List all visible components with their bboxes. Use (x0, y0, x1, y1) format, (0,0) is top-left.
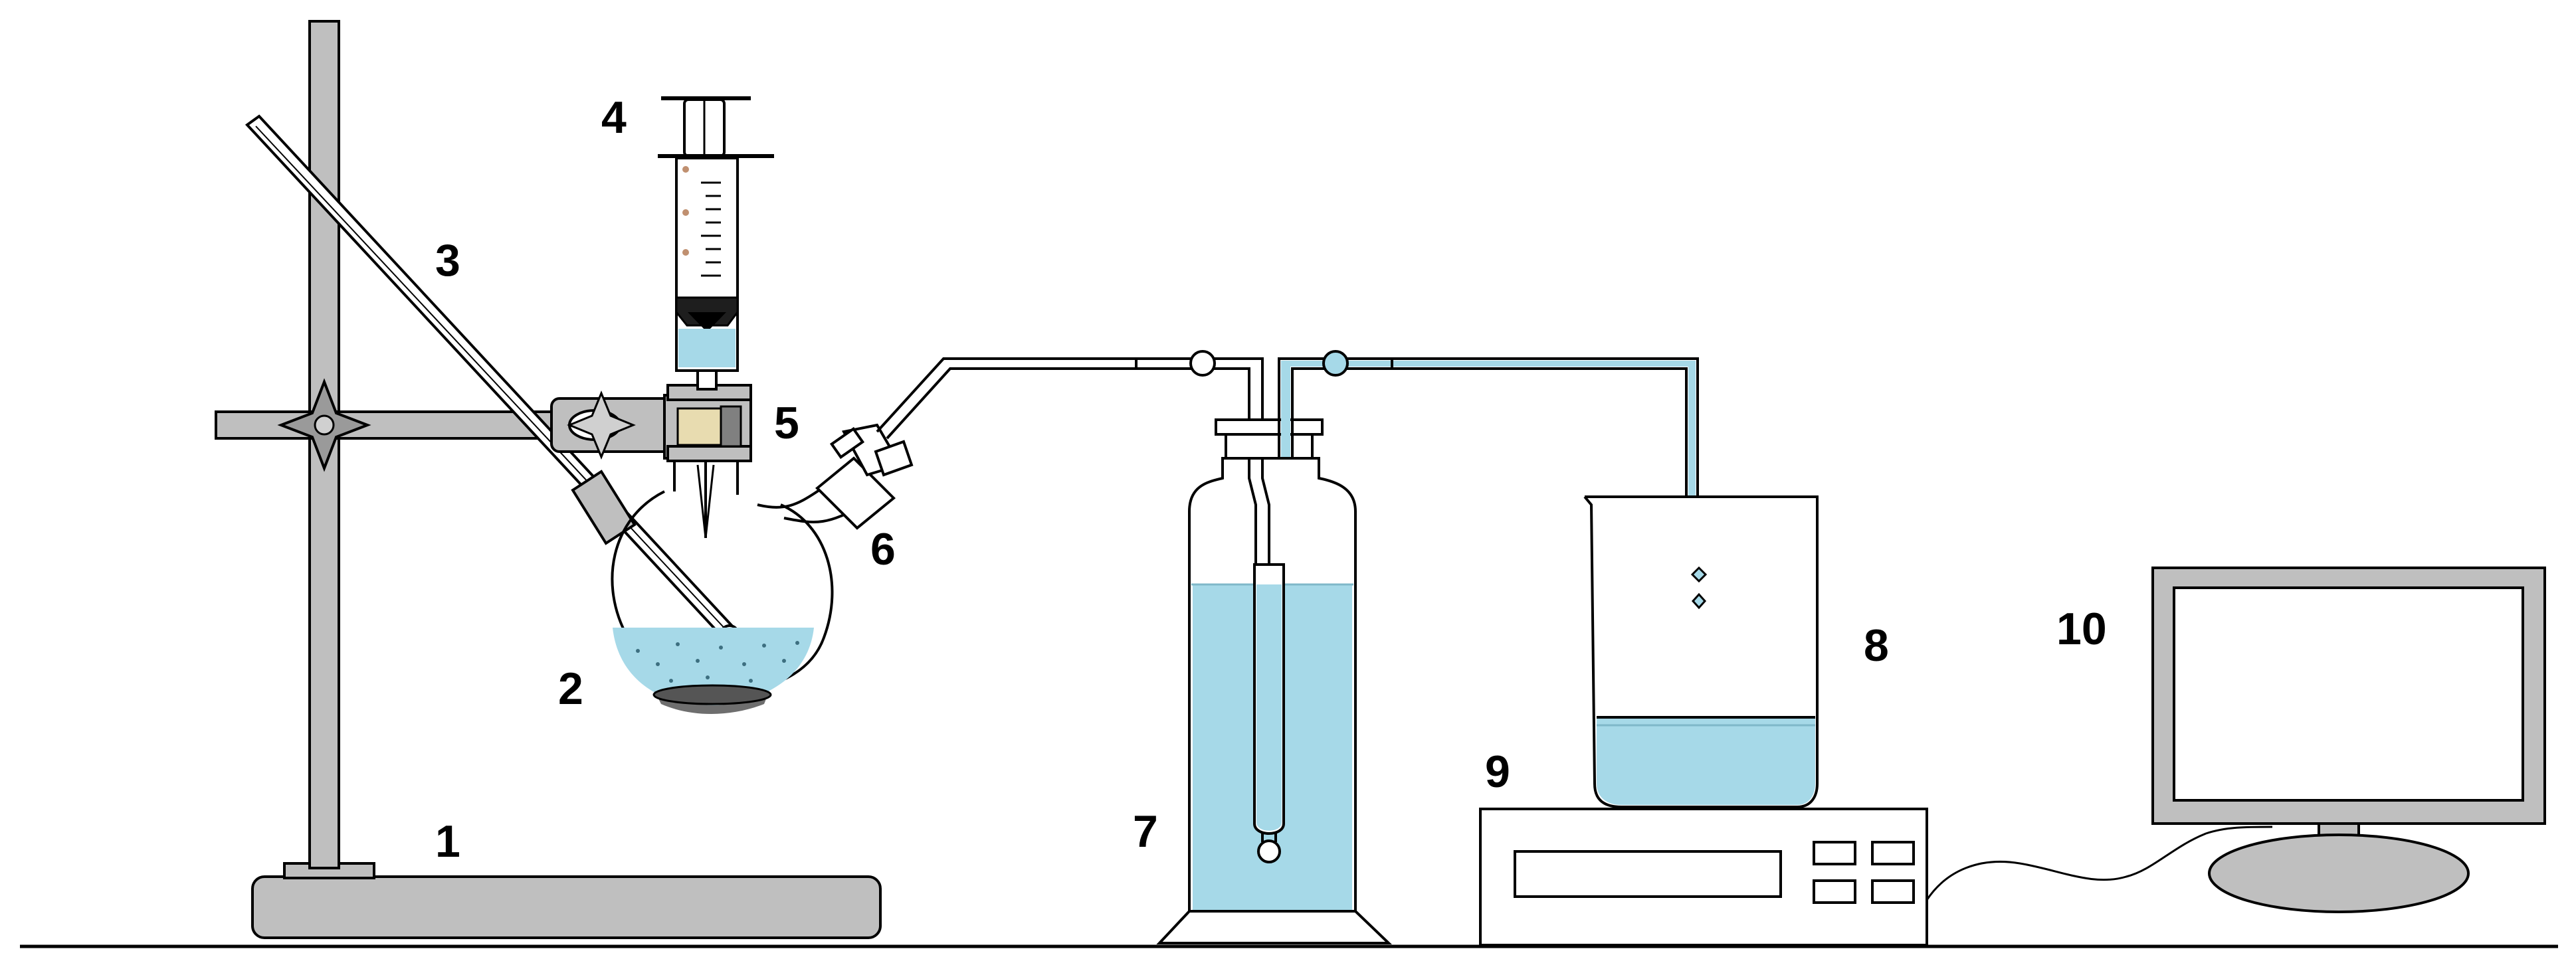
side-neck-stopcock (874, 440, 914, 477)
label-2: 2 (558, 663, 583, 714)
label-4: 4 (601, 92, 627, 143)
computer-monitor (2151, 567, 2546, 913)
data-cable (1926, 826, 2273, 901)
beaker-liquid (1597, 717, 1815, 805)
gas-washing-bottle (1156, 350, 1699, 944)
bottle-base (1156, 910, 1392, 944)
bottle-stopper (1215, 418, 1324, 436)
balance-button (1871, 879, 1915, 904)
flask-sediment (654, 691, 769, 714)
stand-base (251, 875, 882, 939)
balance-button (1813, 841, 1856, 865)
label-10: 10 (2056, 604, 2107, 654)
balance-button (1871, 841, 1915, 865)
balance-display (1514, 850, 1782, 898)
tube-joint-1 (1189, 350, 1216, 377)
syringe-liquid (678, 329, 736, 367)
label-7: 7 (1133, 806, 1158, 857)
balance-button (1813, 879, 1856, 904)
thermometer-adapter (571, 470, 637, 545)
label-6: 6 (870, 524, 896, 574)
label-9: 9 (1485, 747, 1510, 797)
delivery-tube (876, 350, 1264, 458)
iron-stand (215, 20, 882, 939)
label-5: 5 (774, 398, 799, 448)
beaker (1583, 495, 1819, 808)
boss-head (277, 378, 371, 472)
syringe (658, 96, 774, 391)
clamp-screw (567, 391, 636, 460)
electronic-balance (1479, 808, 1928, 946)
bubble (1690, 566, 1708, 583)
label-3: 3 (435, 235, 460, 286)
tube-joint-2 (1322, 350, 1349, 377)
label-1: 1 (435, 816, 460, 867)
clamp (550, 384, 752, 462)
monitor-screen (2173, 586, 2524, 802)
monitor-stand (2208, 834, 2470, 913)
syringe-plunger (675, 296, 739, 327)
bubble (1691, 592, 1707, 610)
label-8: 8 (1864, 620, 1889, 671)
